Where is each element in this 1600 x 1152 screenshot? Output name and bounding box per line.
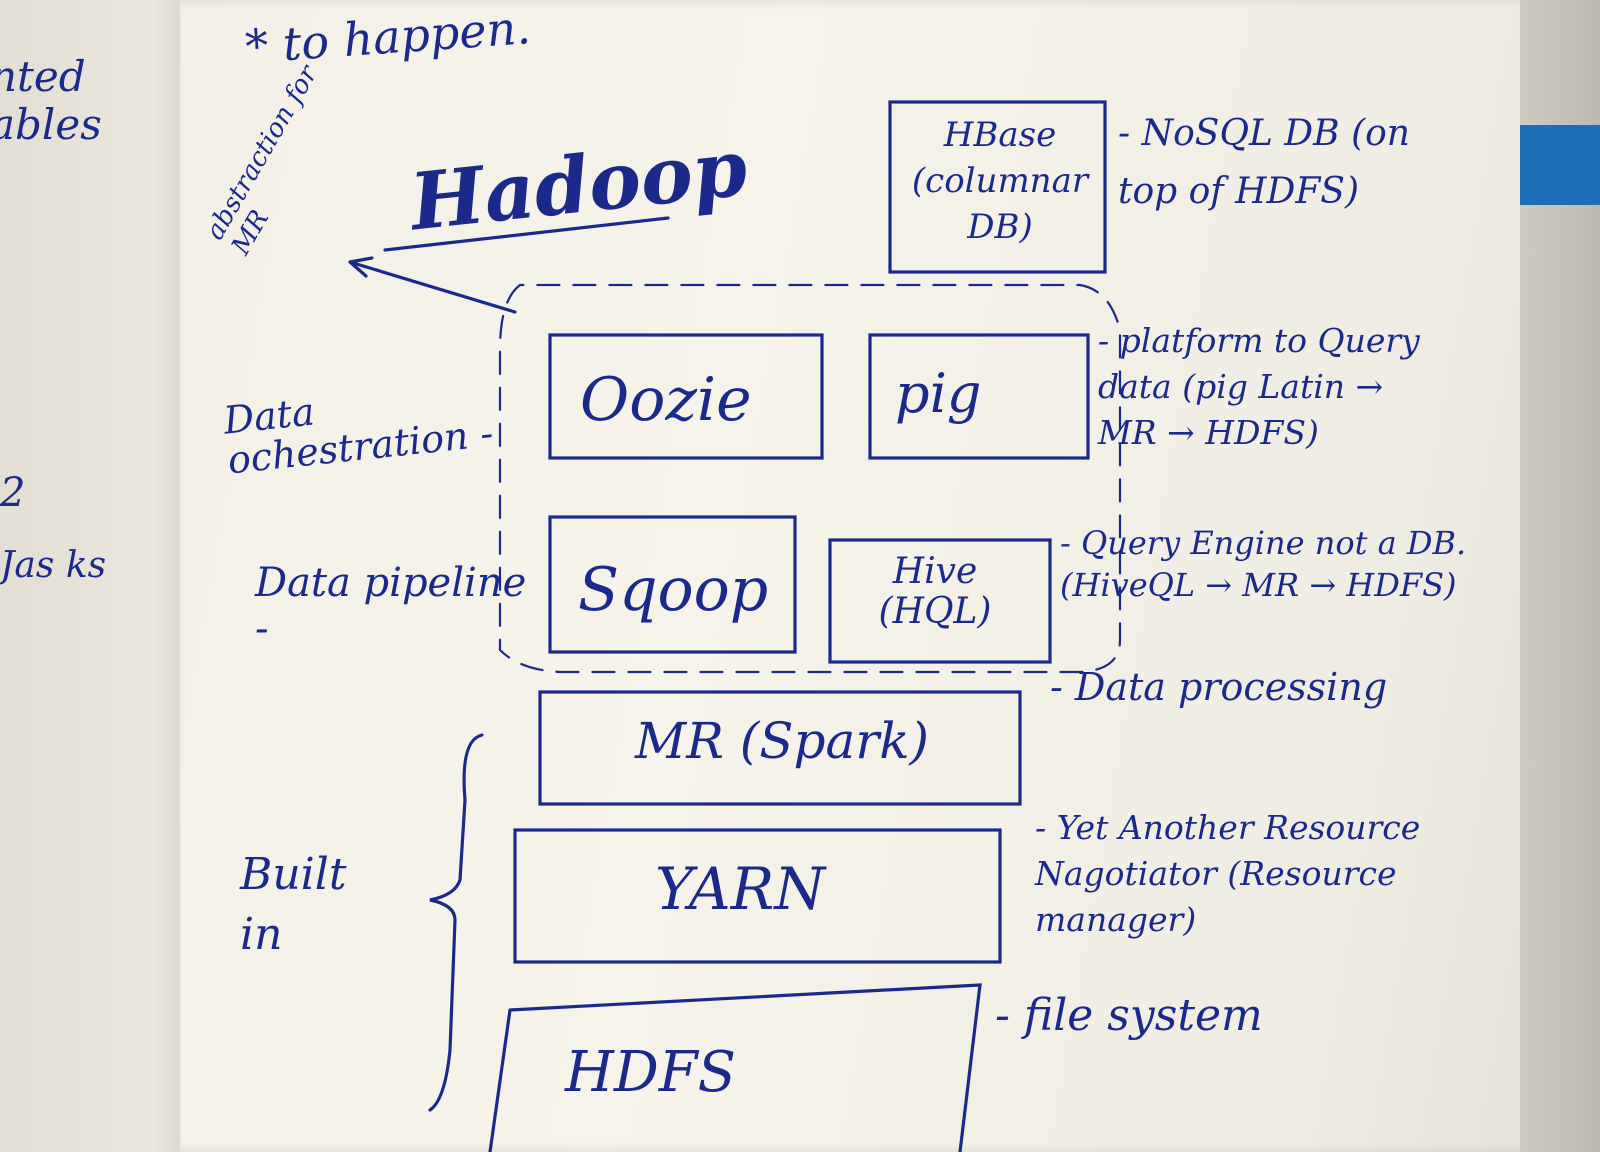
ecosystem-outline [498,283,1122,674]
yarn-label: YARN [655,855,826,923]
blue-object [1520,125,1600,205]
pig-note: - platform to Query data (pig Latin → MR… [1098,321,1420,452]
arrow-icon [348,256,517,314]
built-in-brace [428,733,484,1112]
hdfs-box [488,983,982,1152]
hbase-note: - NoSQL DB (on top of HDFS) [1118,113,1410,212]
yarn-note: - Yet Another Resource Nagotiator (Resou… [1035,808,1421,939]
mr-label: MR (Spark) [635,712,930,770]
left-page-text: Jas ks [0,545,107,586]
oozie-label: Oozie [580,365,752,435]
built-in-label: Built in [240,849,347,960]
oozie-box [548,333,824,460]
hive-note: - Query Engine not a DB. (HiveQL → MR → … [1060,524,1467,604]
hbase-box [888,100,1107,274]
left-page-text: ables [0,100,102,149]
left-page-text: 2 [0,470,26,516]
title-underline [383,216,670,252]
yarn-box [513,828,1002,964]
pig-label: pig [895,362,982,425]
hive-label: Hive (HQL) [878,551,992,632]
notebook-page [180,0,1540,1152]
mr-box [538,690,1022,806]
pig-box [868,333,1090,460]
hdfs-label: HDFS [565,1040,736,1105]
left-notebook-page [0,0,190,1152]
hdfs-note: - file system [995,990,1263,1041]
mr-note: - Data processing [1050,665,1388,709]
sqoop-label: Sqoop [578,555,769,625]
hive-box [828,538,1052,664]
sqoop-box [548,515,797,654]
left-page-text: nted [0,52,86,101]
pipeline-label: Data pipeline - [255,560,527,652]
hbase-label: HBase (columnar DB) [911,115,1089,247]
